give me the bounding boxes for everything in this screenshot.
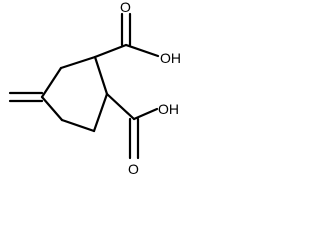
lower-carboxylic-acid: OH O xyxy=(105,92,179,177)
chemical-structure-diagram: O OH OH O xyxy=(8,0,181,177)
ring-bond-center-right xyxy=(92,92,109,133)
lower-hydroxyl-bond xyxy=(132,107,159,121)
ring-bond-top-left xyxy=(59,55,97,70)
ring-bond-bottom xyxy=(60,118,96,133)
lower-hydroxyl-label: OH xyxy=(158,101,179,117)
upper-carboxylic-acid: O OH xyxy=(93,0,181,66)
upper-acid-carbon-bond xyxy=(93,43,128,59)
cyclopentane-ring xyxy=(40,55,109,133)
upper-hydroxyl-label: OH xyxy=(160,50,181,66)
lower-acid-carbon-bond xyxy=(105,92,136,121)
ring-bond-left-upper xyxy=(40,66,63,99)
lower-carbonyl-oxygen-label: O xyxy=(128,161,139,177)
exocyclic-methylene xyxy=(8,91,44,103)
upper-carbonyl-oxygen-label: O xyxy=(120,0,131,15)
ring-bond-left-lower xyxy=(40,95,64,122)
ring-bond-top-right xyxy=(93,55,109,96)
upper-hydroxyl-bond xyxy=(124,43,160,58)
